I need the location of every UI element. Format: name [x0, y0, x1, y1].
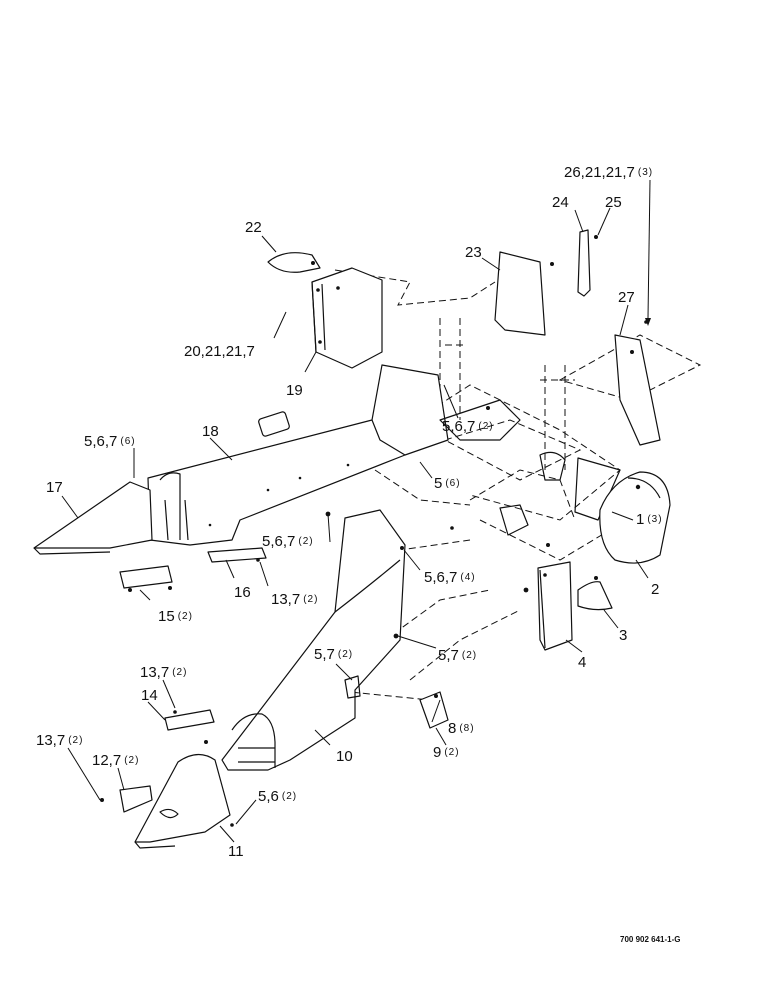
callout-5-6-7-upper: 5,6,7(2): [442, 418, 494, 435]
callout-20: 20,21,21,7: [184, 343, 255, 360]
part-24-bracket: [550, 229, 598, 297]
callout-1: 1(3): [636, 511, 663, 528]
callout-16: 16: [234, 584, 251, 601]
callout-13-7-middle: 13,7(2): [140, 664, 187, 681]
part-16-bracket: [207, 547, 267, 563]
callout-10: 10: [336, 748, 353, 765]
callout-8: 8(8): [448, 720, 475, 737]
arrowhead: [645, 318, 651, 326]
part-17-left-point: [33, 481, 153, 555]
callout-5-7-right: 5,7(2): [438, 647, 477, 664]
part-14-bracket: [164, 709, 215, 731]
callout-24: 24: [552, 194, 569, 211]
part-27-right-plate: [614, 320, 661, 446]
callout-labels: 26,21,21,7(3) 24 25 22 23 27 20,21,21,7 …: [36, 164, 663, 860]
part-11-right-point: [100, 740, 234, 849]
callout-5-6: 5,6(2): [258, 788, 297, 805]
part-22-shield: [267, 252, 321, 273]
callout-11: 11: [228, 843, 244, 860]
part-19-side-plate: [311, 267, 383, 369]
callout-4: 4: [578, 654, 586, 671]
part-23-plate: [494, 251, 546, 336]
part-9-cover-plate: [419, 691, 449, 729]
callout-25: 25: [605, 194, 622, 211]
callout-13-7-upper: 13,7(2): [271, 591, 318, 608]
leader-lines: [61, 179, 651, 843]
callout-26: 26,21,21,7(3): [564, 164, 653, 181]
callout-22: 22: [245, 219, 262, 236]
drawing-number: 700 902 641-1-G: [620, 935, 681, 944]
part-4-side-plate: [523, 561, 573, 651]
callout-5-7-left: 5,7(2): [314, 646, 353, 663]
callout-5-6-7-center: 5,6,7(2): [262, 533, 314, 550]
callout-5-6-7-right: 5,6,7(4): [424, 569, 476, 586]
callout-17: 17: [46, 479, 63, 496]
callout-18: 18: [202, 423, 219, 440]
callout-12-7: 12,7(2): [92, 752, 139, 769]
callout-19: 19: [286, 382, 303, 399]
part-15-bracket: [119, 565, 173, 592]
callout-5: 5(6): [434, 475, 461, 492]
part-3-shield: [577, 576, 613, 611]
callout-2: 2: [651, 581, 659, 598]
callout-14: 14: [141, 687, 158, 704]
center-drive-assembly: [439, 399, 621, 547]
part-18-left-frame: [147, 364, 449, 546]
part-small-plate: [344, 675, 361, 699]
callout-23: 23: [465, 244, 482, 261]
callout-15: 15(2): [158, 608, 193, 625]
callout-5-6-7-left: 5,6,7(6): [84, 433, 136, 450]
part-2-gearbox-cover: [599, 471, 671, 564]
callout-13-7-lower: 13,7(2): [36, 732, 83, 749]
callout-3: 3: [619, 627, 627, 644]
callout-9: 9(2): [433, 744, 460, 761]
callout-27: 27: [618, 289, 635, 306]
